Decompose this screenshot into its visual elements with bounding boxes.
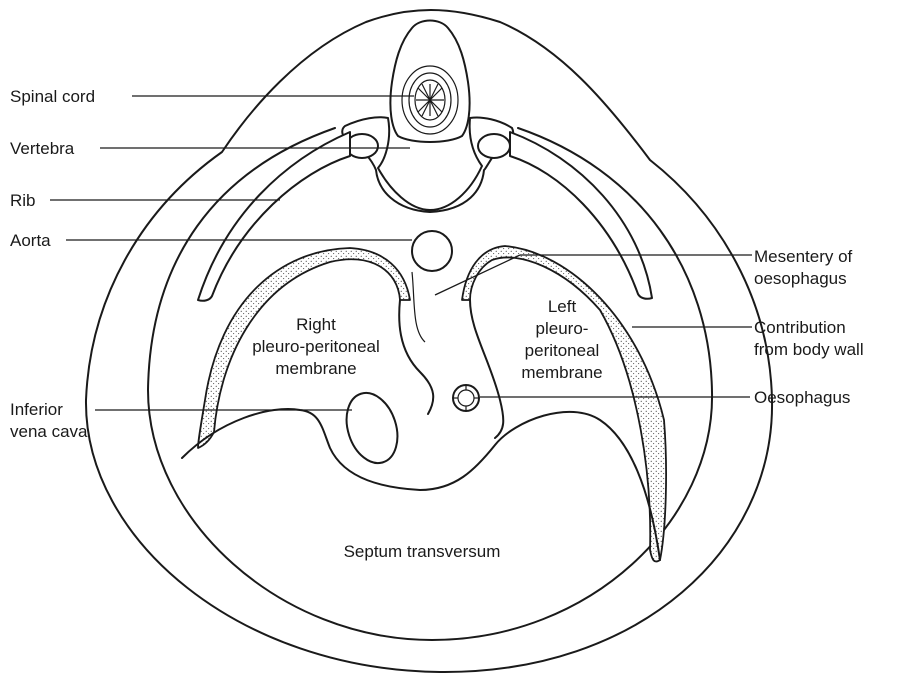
right-rib-head bbox=[478, 134, 510, 158]
label-left-ppm-2: pleuro- bbox=[536, 319, 589, 338]
neural-arch bbox=[390, 21, 469, 143]
label-left-ppm-1: Left bbox=[548, 297, 577, 316]
label-left-ppm-4: membrane bbox=[521, 363, 602, 382]
inferior-vena-cava-shape bbox=[338, 386, 406, 469]
label-spinal-cord: Spinal cord bbox=[10, 87, 95, 106]
label-contribution-1: Contribution bbox=[754, 318, 846, 337]
septum-transversum-outline bbox=[182, 409, 660, 560]
label-right-ppm-2: pleuro-peritoneal bbox=[252, 337, 380, 356]
label-septum-transversum: Septum transversum bbox=[344, 542, 501, 561]
oesophagus-shape bbox=[453, 385, 479, 411]
label-mesentery-1: Mesentery of bbox=[754, 247, 853, 266]
left-pleuro-peritoneal-membrane bbox=[470, 300, 503, 438]
label-vertebra: Vertebra bbox=[10, 139, 75, 158]
label-right-ppm-3: membrane bbox=[275, 359, 356, 378]
right-pleuro-peritoneal-membrane bbox=[399, 300, 433, 414]
label-rib: Rib bbox=[10, 191, 36, 210]
label-mesentery-2: oesophagus bbox=[754, 269, 847, 288]
left-body-wall-contribution bbox=[462, 246, 666, 562]
label-aorta: Aorta bbox=[10, 231, 51, 250]
mesentery-region bbox=[412, 272, 425, 342]
label-inferior-vena-cava-1: Inferior bbox=[10, 400, 63, 419]
label-right-ppm-1: Right bbox=[296, 315, 336, 334]
label-contribution-2: from body wall bbox=[754, 340, 864, 359]
label-oesophagus: Oesophagus bbox=[754, 388, 850, 407]
label-inferior-vena-cava-2: vena cava bbox=[10, 422, 88, 441]
aorta-shape bbox=[412, 231, 452, 271]
label-left-ppm-3: peritoneal bbox=[525, 341, 600, 360]
